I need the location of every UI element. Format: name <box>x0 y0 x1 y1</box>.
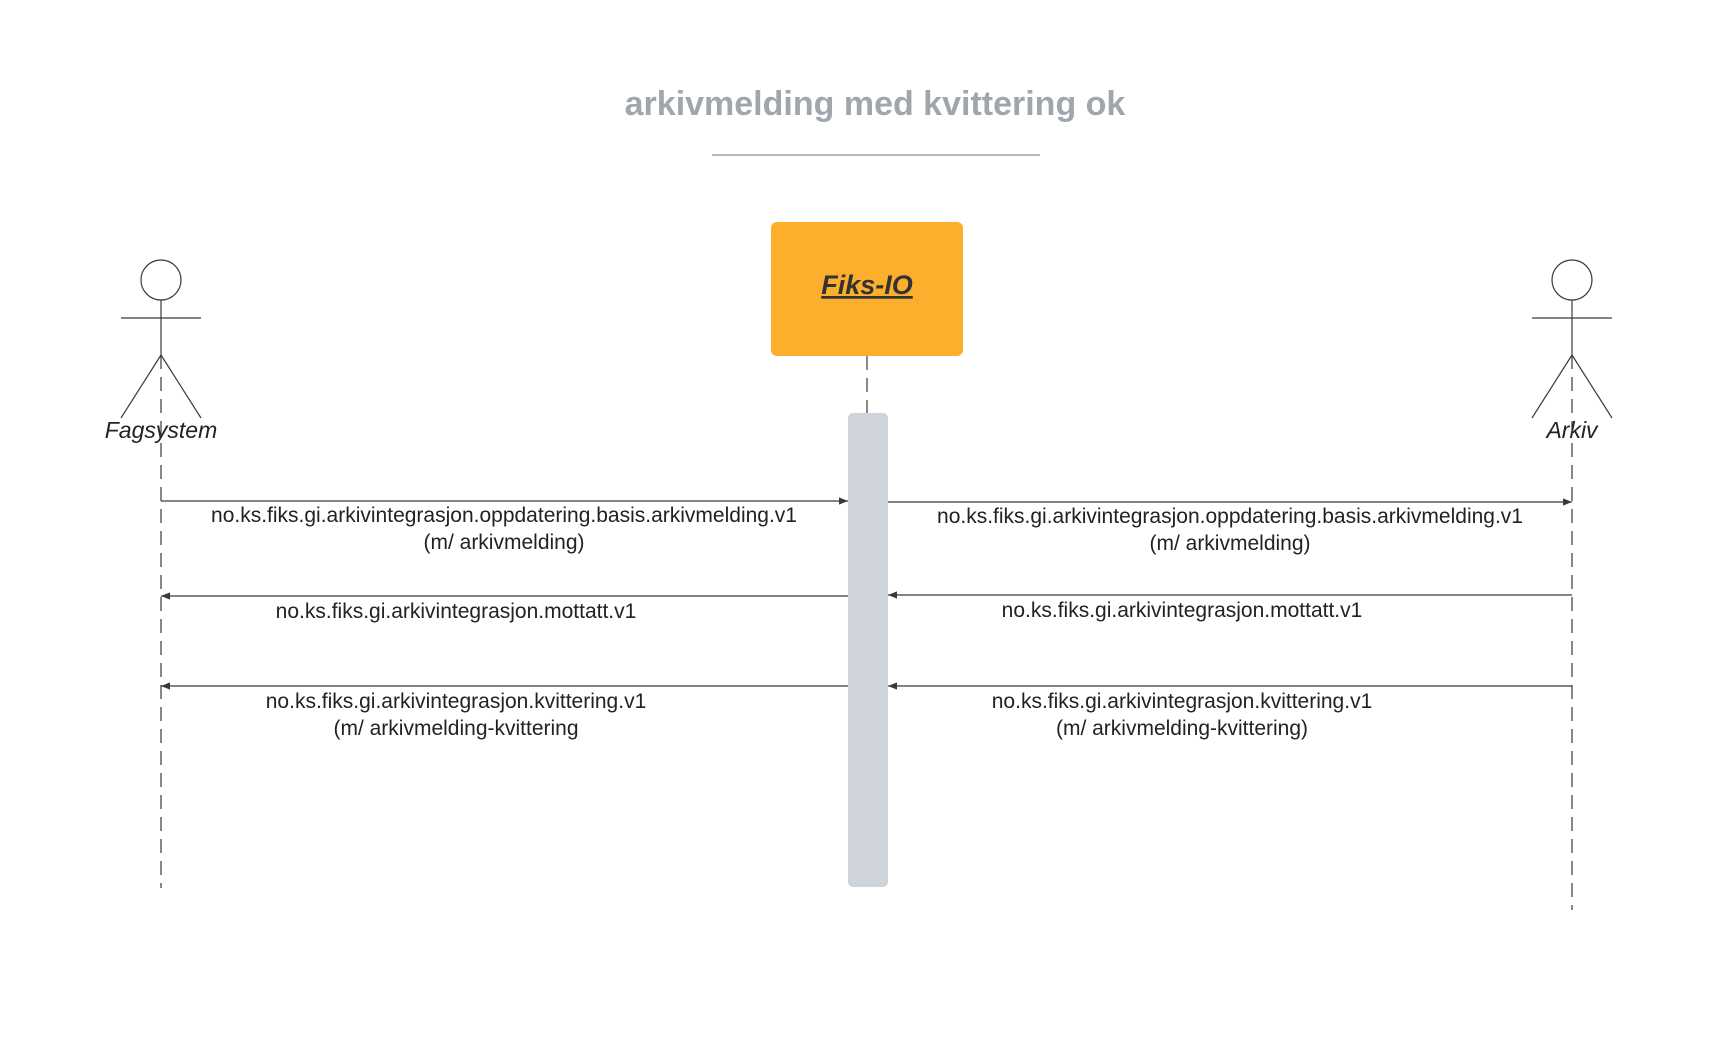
message-5-label: no.ks.fiks.gi.arkivintegrasjon.kvitterin… <box>266 690 647 713</box>
actor-arkiv-head <box>1551 259 1593 301</box>
actor-fagsystem-left-leg <box>120 354 162 419</box>
actor-arkiv-right-leg <box>1571 354 1613 419</box>
fiks-io-box <box>771 222 963 356</box>
message-2[interactable]: no.ks.fiks.gi.arkivintegrasjon.oppdateri… <box>888 498 1572 555</box>
message-6-label: no.ks.fiks.gi.arkivintegrasjon.kvitterin… <box>992 690 1373 713</box>
message-6[interactable]: no.ks.fiks.gi.arkivintegrasjon.kvitterin… <box>888 682 1572 740</box>
message-3[interactable]: no.ks.fiks.gi.arkivintegrasjon.mottatt.v… <box>161 592 848 623</box>
actor-arkiv-left-leg <box>1531 354 1573 419</box>
message-6-sublabel: (m/ arkivmelding-kvittering) <box>1056 717 1308 740</box>
participant-fiks-io[interactable]: Fiks-IO <box>771 222 963 356</box>
message-5-sublabel: (m/ arkivmelding-kvittering <box>333 717 578 740</box>
actor-fagsystem-right-leg <box>160 354 202 419</box>
actor-fagsystem[interactable]: Fagsystem <box>105 259 217 443</box>
actor-fagsystem-head <box>140 259 182 301</box>
message-1-label: no.ks.fiks.gi.arkivintegrasjon.oppdateri… <box>211 504 797 527</box>
message-1-sublabel: (m/ arkivmelding) <box>423 531 584 554</box>
message-2-sublabel: (m/ arkivmelding) <box>1149 532 1310 555</box>
fiks-io-label: Fiks-IO <box>821 270 913 300</box>
message-4[interactable]: no.ks.fiks.gi.arkivintegrasjon.mottatt.v… <box>888 591 1572 622</box>
message-2-label: no.ks.fiks.gi.arkivintegrasjon.oppdateri… <box>937 505 1523 528</box>
message-5[interactable]: no.ks.fiks.gi.arkivintegrasjon.kvitterin… <box>161 682 848 740</box>
message-1[interactable]: no.ks.fiks.gi.arkivintegrasjon.oppdateri… <box>161 497 848 554</box>
actor-arkiv[interactable]: Arkiv <box>1531 259 1613 443</box>
diagram-title: arkivmelding med kvittering ok <box>625 85 1126 123</box>
message-4-label: no.ks.fiks.gi.arkivintegrasjon.mottatt.v… <box>1002 599 1363 622</box>
fiks-io-activation-bar <box>848 413 888 887</box>
message-3-label: no.ks.fiks.gi.arkivintegrasjon.mottatt.v… <box>276 600 637 623</box>
